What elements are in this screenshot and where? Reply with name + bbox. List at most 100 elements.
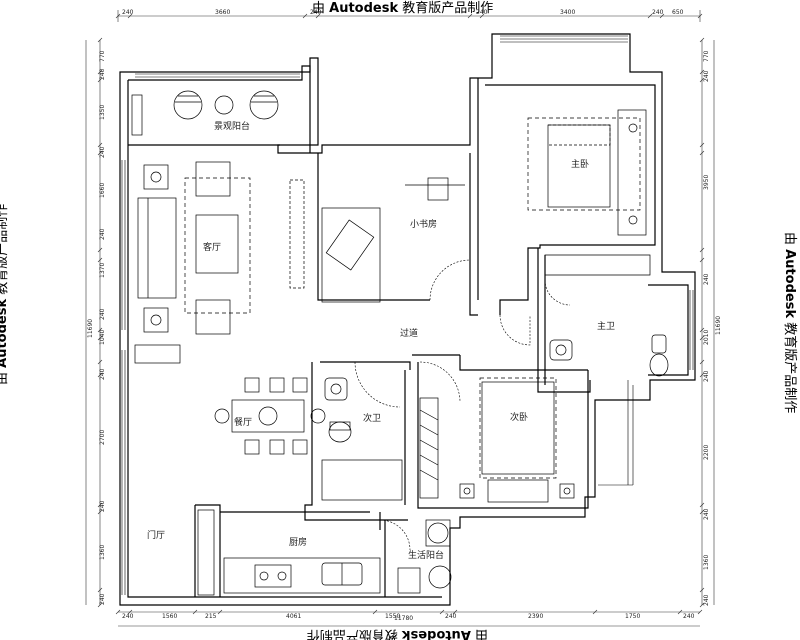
windows xyxy=(121,35,694,595)
dim-right-7: 2200 xyxy=(703,445,710,460)
dim-tick-bottom xyxy=(677,609,683,615)
dim-tick-bottom xyxy=(592,609,598,615)
dim-tick-bottom xyxy=(452,609,458,615)
dim-tick-right xyxy=(699,509,705,515)
dim-tick-left xyxy=(97,142,103,148)
dim-tick-top xyxy=(659,13,665,19)
dim-top-2: 3660 xyxy=(215,9,230,16)
dim-right-4: 240 xyxy=(703,273,710,285)
watermark-right: 由 Autodesk 教育版产品制作 xyxy=(782,232,798,413)
dim-left-12: 240 xyxy=(99,500,106,512)
dim-left-4: 240 xyxy=(99,146,106,158)
room-label-utility-balcony: 生活阳台 xyxy=(408,549,444,561)
dimensions-bottom: 240 1560 215 4061 1550 240 2390 1750 240… xyxy=(122,613,695,622)
dim-tick-left xyxy=(97,69,103,75)
watermark-bottom: 由 Autodesk 教育版产品制作 xyxy=(307,627,488,640)
dim-tick-bottom xyxy=(697,609,703,615)
dim-left-2: 240 xyxy=(99,68,106,80)
dim-tick-right xyxy=(699,359,705,365)
dim-right-9: 1360 xyxy=(703,555,710,570)
dim-bottom-4: 4061 xyxy=(286,613,301,620)
dim-right-8: 240 xyxy=(703,508,710,520)
dimensions-right: 770 240 3950 240 2010 240 2200 240 1360 … xyxy=(703,50,722,606)
dim-tick-bottom xyxy=(439,609,445,615)
dim-right-1: 770 xyxy=(703,50,710,62)
dim-right-2: 240 xyxy=(703,70,710,82)
dim-tick-top xyxy=(647,13,653,19)
dimension-ticks xyxy=(97,13,705,615)
dim-tick-top xyxy=(127,13,133,19)
dim-top-4: 240 xyxy=(476,9,488,16)
dim-tick-left xyxy=(97,335,103,341)
dim-left-5: 1660 xyxy=(99,183,106,198)
dim-top-6: 240 xyxy=(652,9,664,16)
dim-tick-top xyxy=(315,13,321,19)
dim-left-10: 240 xyxy=(99,368,106,380)
dim-tick-left xyxy=(97,587,103,593)
doors xyxy=(354,259,571,551)
dim-bottom-2: 1560 xyxy=(162,613,177,620)
room-label-guest-bath: 次卫 xyxy=(363,412,381,424)
dim-tick-bottom xyxy=(217,609,223,615)
dim-top-1: 240 xyxy=(122,9,134,16)
dim-right-3: 3950 xyxy=(703,175,710,190)
dimensions-top: 240 3660 240 240 3400 240 650 xyxy=(122,9,684,16)
dimension-lines xyxy=(85,10,715,627)
watermark-top: 由 Autodesk 教育版产品制作 xyxy=(312,0,493,16)
dim-tick-top xyxy=(467,13,473,19)
dim-left-1: 770 xyxy=(99,50,106,62)
dim-bottom-3: 215 xyxy=(205,613,217,620)
dim-tick-left xyxy=(97,359,103,365)
room-labels: 景观阳台 客厅 小书房 过道 主卧 主卫 餐厅 次卫 次卧 厨房 生活阳台 门厅 xyxy=(147,120,615,561)
dim-left-9: 1040 xyxy=(99,330,106,345)
dim-right-total: 11690 xyxy=(715,316,722,335)
dim-tick-bottom xyxy=(127,609,133,615)
dim-tick-right xyxy=(699,247,705,253)
dim-top-7: 650 xyxy=(672,9,684,16)
dim-bottom-total: 11780 xyxy=(394,615,413,622)
dim-bottom-9: 240 xyxy=(683,613,695,620)
dim-tick-left xyxy=(97,509,103,515)
dimensions-left: 770 240 1350 240 1660 240 1370 240 1040 … xyxy=(87,50,106,605)
room-label-master-bath: 主卫 xyxy=(597,320,615,332)
dim-tick-top xyxy=(115,13,121,19)
watermark-left: 由 Autodesk 教育版产品制作 xyxy=(0,204,10,385)
dim-tick-right xyxy=(699,257,705,263)
dim-bottom-5: 1550 xyxy=(385,613,400,620)
dim-tick-left xyxy=(97,372,103,378)
dim-tick-left xyxy=(97,502,103,508)
walls xyxy=(119,33,696,606)
dim-tick-right xyxy=(699,37,705,43)
dim-bottom-6: 240 xyxy=(445,613,457,620)
furniture xyxy=(131,90,669,596)
room-label-second-bedroom: 次卧 xyxy=(510,411,528,423)
dim-left-14: 240 xyxy=(99,593,106,605)
room-label-study: 小书房 xyxy=(410,218,437,230)
dim-bottom-1: 240 xyxy=(122,613,134,620)
dim-left-7: 1370 xyxy=(99,263,106,278)
dim-left-6: 240 xyxy=(99,228,106,240)
dim-tick-left xyxy=(97,257,103,263)
dim-tick-right xyxy=(699,602,705,608)
dim-tick-left xyxy=(97,37,103,43)
dim-left-11: 2700 xyxy=(99,430,106,445)
dim-tick-right xyxy=(699,150,705,156)
dim-tick-right xyxy=(699,327,705,333)
dim-tick-left xyxy=(97,247,103,253)
dim-tick-bottom xyxy=(115,609,121,615)
dim-tick-bottom xyxy=(192,609,198,615)
dim-tick-right xyxy=(699,77,705,83)
dim-tick-bottom xyxy=(372,609,378,615)
dim-tick-left xyxy=(97,327,103,333)
dim-tick-left xyxy=(97,602,103,608)
room-label-view-balcony: 景观阳台 xyxy=(214,120,250,132)
dim-tick-top xyxy=(479,13,485,19)
dim-tick-top xyxy=(697,13,703,19)
room-label-entrance: 门厅 xyxy=(147,529,165,541)
dim-tick-left xyxy=(97,150,103,156)
dim-tick-left xyxy=(97,77,103,83)
room-label-living-room: 客厅 xyxy=(203,241,221,253)
dim-top-5: 3400 xyxy=(560,9,575,16)
dim-right-10: 240 xyxy=(703,594,710,606)
